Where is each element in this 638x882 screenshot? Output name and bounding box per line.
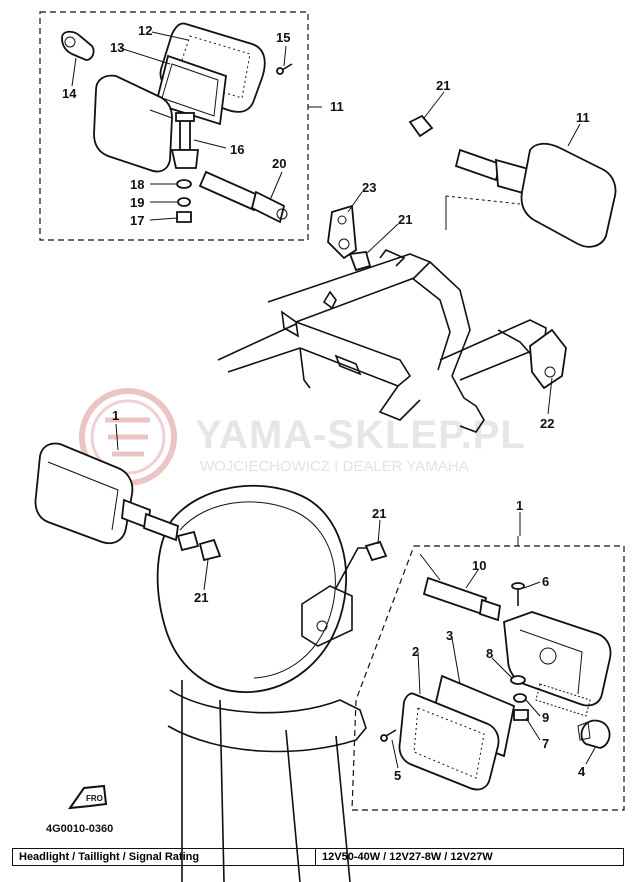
callout-8: 8	[486, 646, 493, 661]
gasket-13	[154, 54, 227, 126]
flasher-stay-20	[198, 170, 288, 224]
callout-7: 7	[542, 736, 549, 751]
flasher-front-left-1	[34, 442, 179, 545]
callout-20: 20	[272, 156, 286, 171]
rating-label: Headlight / Taillight / Signal Rating	[13, 849, 316, 865]
flasher-housing-front-right	[503, 611, 612, 717]
callout-22: 22	[540, 416, 554, 431]
bulb-rating-table: Headlight / Taillight / Signal Rating 12…	[12, 848, 624, 866]
callout-11-right: 11	[576, 110, 590, 125]
callout-13: 13	[110, 40, 124, 55]
callout-21-center: 21	[194, 590, 208, 605]
callout-4: 4	[578, 764, 586, 779]
watermark-subtitle: WOJCIECHOWICZ I DEALER YAMAHA	[200, 458, 469, 475]
plate-22	[529, 328, 567, 390]
callout-1-right: 1	[516, 498, 523, 513]
bolt-16	[170, 112, 200, 169]
plate-23	[327, 204, 357, 260]
callout-21-upper: 21	[398, 212, 412, 227]
bulb-14	[61, 30, 95, 61]
group-front-flasher-right	[351, 536, 625, 811]
lens-2	[398, 692, 500, 791]
rating-value: 12V50-40W / 12V27-8W / 12V27W	[322, 851, 493, 863]
nut-7	[513, 709, 529, 721]
callout-12: 12	[138, 23, 152, 38]
callout-11-left: 11	[330, 99, 344, 114]
front-arrow-icon: FRO	[67, 784, 108, 810]
nut-21-upper	[348, 251, 372, 272]
callout-2: 2	[412, 644, 419, 659]
callout-5: 5	[394, 768, 401, 783]
nut-21-left-head	[176, 530, 200, 552]
screw-5	[380, 729, 397, 742]
callout-21-right: 21	[436, 78, 450, 93]
nut-21-center	[198, 538, 222, 562]
figure-code: 4G0010-0360	[46, 823, 113, 835]
callout-16: 16	[230, 142, 244, 157]
washer-9	[513, 693, 527, 703]
callout-14: 14	[62, 86, 77, 101]
nut-21-right	[408, 114, 434, 138]
frame-bracket	[217, 249, 547, 433]
watermark: YAMA-SKLEP.PL WOJCIECHOWICZ I DEALER YAM…	[79, 388, 526, 486]
callout-6: 6	[542, 574, 549, 589]
callout-19: 19	[130, 195, 144, 210]
washer-8	[510, 675, 526, 685]
callout-1-left: 1	[112, 408, 119, 423]
callout-15: 15	[276, 30, 290, 45]
callout-10: 10	[472, 558, 486, 573]
callout-labels: 12 15 13 14 11 16 18 19 17 20 23 21 21 1…	[62, 23, 590, 783]
callout-3: 3	[446, 628, 453, 643]
front-arrow-label: FRO	[86, 794, 103, 803]
headlight-shell	[156, 484, 372, 882]
flasher-housing-rear-left	[93, 74, 173, 173]
bulb-4	[577, 719, 611, 749]
flasher-stay-10	[422, 576, 501, 622]
washer-18	[176, 179, 192, 189]
callout-9: 9	[542, 710, 549, 725]
flasher-rear-right-11	[408, 114, 617, 248]
group-rear-flasher-left	[39, 11, 322, 241]
leader-lines	[71, 31, 597, 769]
callout-18: 18	[130, 177, 144, 192]
watermark-title: YAMA-SKLEP.PL	[195, 413, 526, 457]
washer-19	[177, 197, 191, 207]
callout-17: 17	[130, 213, 144, 228]
screw-15	[276, 63, 293, 75]
screw-6	[511, 582, 525, 606]
callout-23: 23	[362, 180, 376, 195]
nut-21-right-head	[364, 540, 388, 562]
callout-21-head-right: 21	[372, 506, 386, 521]
nut-17	[176, 211, 192, 223]
